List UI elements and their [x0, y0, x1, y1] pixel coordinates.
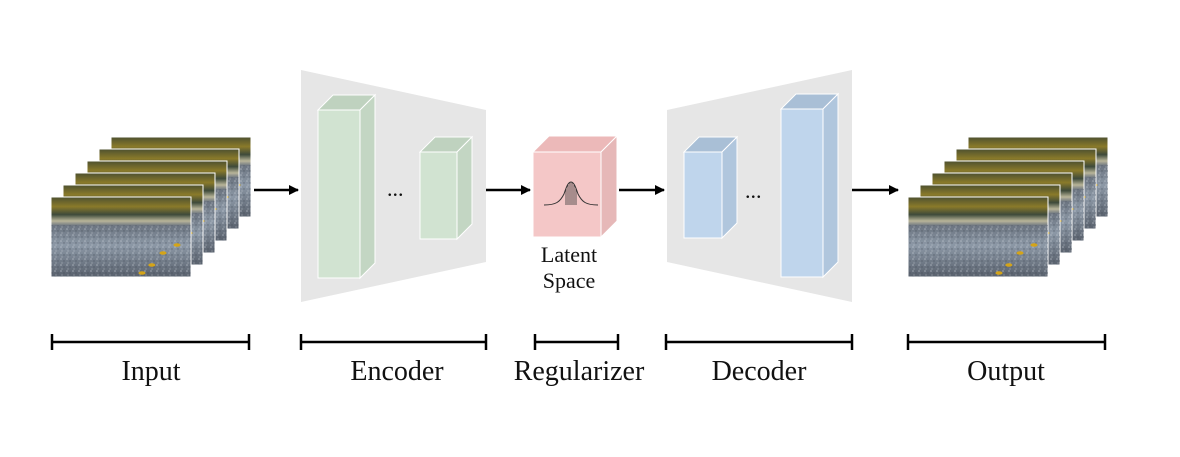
- label-regularizer: Regularizer: [514, 356, 645, 387]
- latent-label-line2: Space: [543, 268, 596, 293]
- output-frame-stack: [907, 136, 1109, 278]
- gaussian-distribution-icon: [543, 181, 599, 206]
- bracket-decoder: [664, 334, 854, 350]
- output-frame: [907, 196, 1049, 278]
- bracket-regularizer: [533, 334, 620, 350]
- encoder-ellipsis: ...: [387, 176, 404, 201]
- decoder-block-small: [682, 135, 739, 240]
- latent-space-cube: [531, 134, 619, 239]
- encoder-block-large: [316, 93, 377, 280]
- bracket-encoder: [299, 334, 488, 350]
- label-encoder: Encoder: [350, 356, 444, 387]
- label-output: Output: [967, 356, 1045, 387]
- bracket-output: [906, 334, 1107, 350]
- encoder-block-small: [418, 135, 474, 241]
- bracket-input: [50, 334, 251, 350]
- label-input: Input: [121, 356, 180, 387]
- input-frame-stack: [50, 136, 252, 278]
- latent-label-line1: Latent: [541, 242, 597, 267]
- decoder-block-large: [779, 92, 840, 279]
- decoder-ellipsis: ...: [745, 178, 762, 203]
- label-decoder: Decoder: [712, 356, 808, 387]
- input-frame: [50, 196, 192, 278]
